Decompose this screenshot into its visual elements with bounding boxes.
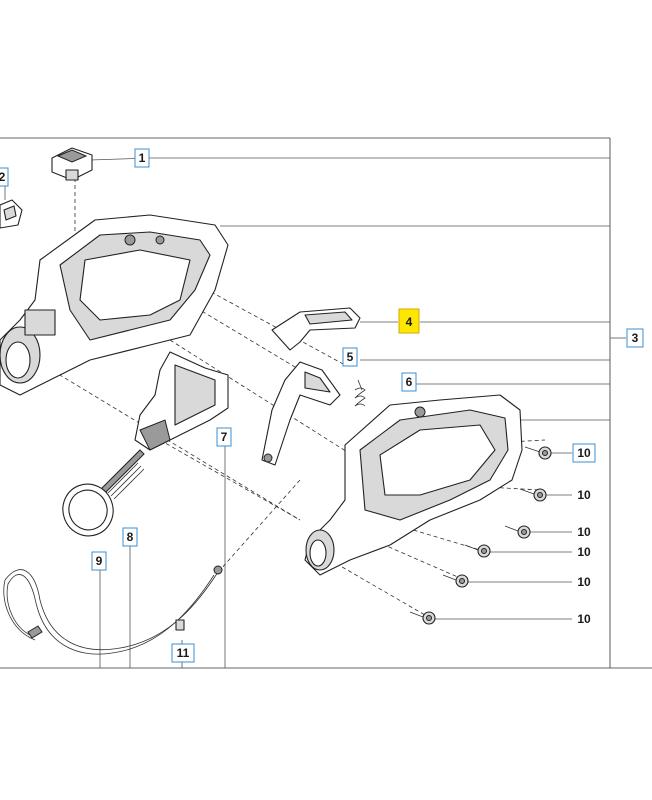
part-11-cable	[3, 565, 223, 655]
screw	[442, 574, 469, 588]
callout-1[interactable]: 1	[134, 148, 150, 168]
callout-10a-label: 10	[577, 446, 591, 460]
part-8-spring	[99, 449, 145, 500]
callout-8-label: 8	[127, 530, 134, 544]
callout-11[interactable]: 11	[171, 643, 195, 663]
callout-10e-label: 10	[577, 575, 591, 589]
callout-1-label: 1	[139, 151, 146, 165]
screw	[464, 544, 491, 558]
callout-5-label: 5	[347, 350, 354, 364]
screw	[524, 446, 552, 460]
part-1-switch	[51, 147, 93, 181]
screw	[504, 525, 531, 539]
callout-5[interactable]: 5	[342, 347, 358, 367]
callout-3-label: 3	[632, 331, 639, 345]
part-9-o-ring	[62, 483, 114, 537]
part-4-lever	[271, 307, 361, 351]
callout-11-label: 11	[177, 646, 190, 660]
callout-7[interactable]: 7	[216, 427, 232, 447]
callout-9-label: 9	[96, 554, 103, 568]
screws-10	[409, 446, 552, 625]
part-2-clip	[0, 199, 23, 229]
part-3-left-housing	[0, 214, 229, 396]
callout-2-label: 2	[0, 170, 6, 184]
part-5-trigger	[261, 361, 341, 466]
part-6-spring	[354, 379, 366, 407]
callout-8[interactable]: 8	[122, 527, 138, 547]
screw	[519, 488, 547, 502]
callouts: 1 2 3 4 5 6 7 8	[0, 148, 644, 663]
callout-10c-label: 10	[577, 525, 591, 539]
callout-3[interactable]: 3	[626, 328, 644, 348]
callout-6[interactable]: 6	[401, 372, 417, 392]
leader-lines	[4, 157, 626, 668]
callout-4-highlighted[interactable]: 4	[398, 308, 420, 334]
screw	[409, 611, 436, 625]
callout-10b-label: 10	[577, 488, 591, 502]
callout-10d-label: 10	[577, 545, 591, 559]
part-7-inner-housing	[134, 351, 229, 451]
callout-10f-label: 10	[577, 612, 591, 626]
part-right-housing	[304, 394, 523, 576]
callout-6-label: 6	[406, 375, 413, 389]
callout-2[interactable]: 2	[0, 167, 9, 187]
callout-10a[interactable]: 10	[572, 443, 596, 463]
callout-7-label: 7	[221, 430, 228, 444]
callout-9[interactable]: 9	[91, 551, 107, 571]
callout-4-label: 4	[406, 315, 413, 329]
